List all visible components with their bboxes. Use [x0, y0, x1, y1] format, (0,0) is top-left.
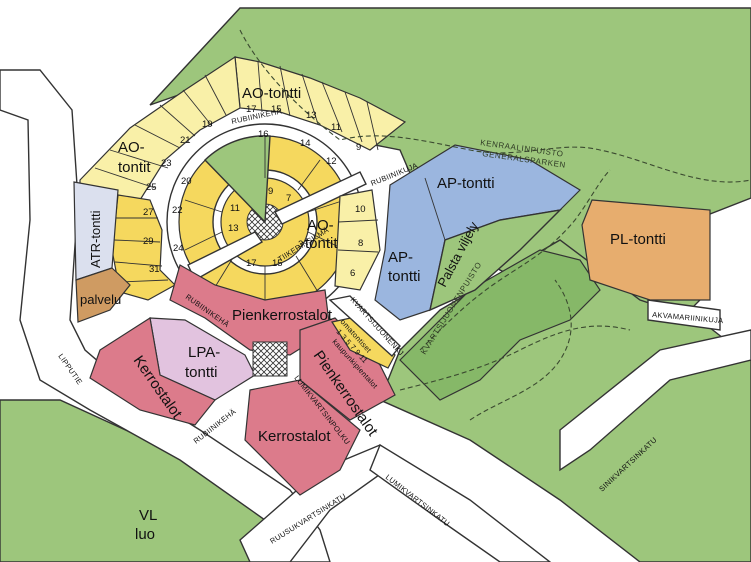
svg-text:29: 29	[143, 236, 154, 247]
ao-top-label: AO-tontti	[242, 85, 301, 102]
ap-right-label: AP-tontti	[437, 175, 495, 192]
svg-text:8: 8	[358, 238, 363, 249]
central-plaza	[252, 341, 288, 377]
svg-text:11: 11	[230, 203, 240, 214]
akvamariinikuja-road	[647, 299, 721, 331]
ap-divider	[424, 177, 446, 241]
svg-text:22: 22	[172, 205, 183, 216]
svg-text:20: 20	[181, 176, 192, 187]
vl-label-2: luo	[135, 526, 155, 543]
svg-text:15: 15	[272, 258, 283, 269]
svg-text:25: 25	[146, 182, 157, 193]
ap-left-label-2: tontti	[388, 268, 421, 285]
svg-text:11: 11	[331, 122, 341, 133]
svg-text:12: 12	[326, 156, 337, 167]
palvelu-block	[75, 267, 131, 323]
svg-text:27: 27	[143, 207, 154, 218]
pl-label: PL-tontti	[610, 231, 666, 248]
ring-lot-lines	[184, 136, 346, 308]
ao-left-lots	[94, 74, 227, 189]
svg-text:7: 7	[286, 193, 291, 204]
ao-right-block	[334, 189, 381, 291]
palvelu-label: palvelu	[80, 292, 121, 307]
ao-center-label-2: tontit	[305, 235, 338, 252]
ao-left-lower-lots	[113, 217, 169, 283]
svg-text:21: 21	[180, 135, 191, 146]
lot-numbers: 17 15 13 11 9 19 21 23 25 16 14 12 9 7 1…	[143, 104, 366, 279]
lpa-label-1: LPA-	[188, 344, 220, 361]
ao-left-label-2: tontit	[118, 159, 151, 176]
kerrostalot-label-2: Kerrostalot	[258, 428, 331, 445]
kvartsijuonenpuisto-area	[399, 249, 601, 401]
vl-label-1: VL	[139, 507, 157, 524]
svg-text:9: 9	[268, 186, 273, 197]
svg-text:24: 24	[173, 243, 184, 254]
park-path-1	[239, 29, 751, 183]
sinikvartsinkatu-road	[559, 329, 751, 472]
lpa-label-2: tontti	[185, 364, 218, 381]
ap-left-label-1: AP-	[388, 249, 413, 266]
pl-block	[581, 199, 711, 301]
ao-left-label-1: AO-	[118, 139, 145, 156]
kvartsijuonenkuja-road	[328, 295, 401, 358]
ao-top-block	[234, 56, 407, 151]
park-path-3	[399, 325, 631, 391]
svg-text:10: 10	[355, 204, 366, 215]
atr-label: ATR-tontti	[88, 210, 103, 268]
svg-text:16: 16	[258, 129, 269, 140]
ao-center-label-1: AO-	[307, 217, 334, 234]
svg-text:13: 13	[228, 223, 239, 234]
park-path-2	[419, 169, 611, 351]
kerrostalot-block-2	[244, 379, 361, 496]
svg-text:23: 23	[161, 158, 172, 169]
svg-text:3: 3	[298, 239, 303, 250]
svg-text:14: 14	[300, 138, 311, 149]
svg-text:15: 15	[271, 104, 282, 115]
lumikvartsinkatu-road	[369, 443, 552, 562]
kerrostalot-block-1	[89, 317, 216, 426]
pienkerrostalot-label-1: Pienkerrostalot	[232, 307, 333, 324]
ao-right-lots	[337, 219, 379, 253]
svg-text:13: 13	[306, 110, 317, 121]
svg-text:9: 9	[356, 142, 361, 153]
park-path-4	[469, 279, 572, 421]
svg-text:19: 19	[202, 119, 213, 130]
svg-text:31: 31	[149, 264, 160, 275]
rubiinikuja-road	[274, 171, 367, 225]
svg-text:17: 17	[246, 258, 257, 269]
svg-text:17: 17	[246, 104, 257, 115]
ring-green-sector	[204, 135, 271, 224]
svg-text:6: 6	[350, 268, 355, 279]
palsta-block	[429, 208, 563, 312]
